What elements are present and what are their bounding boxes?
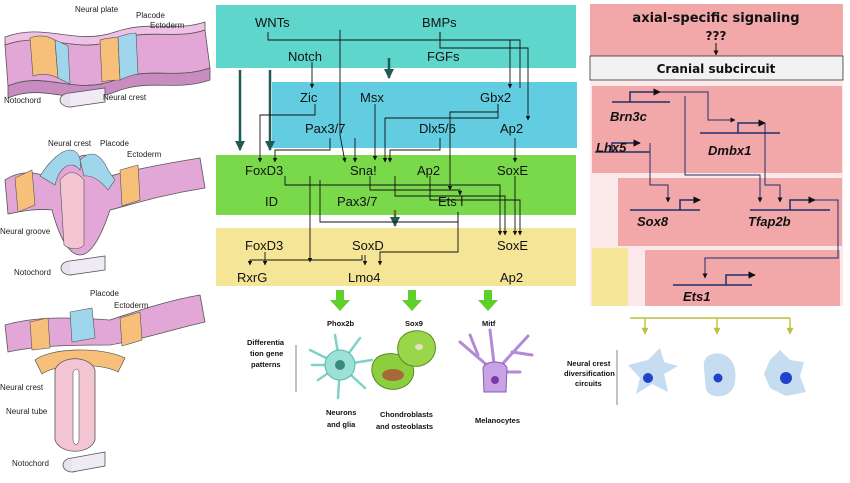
band-effectors — [216, 228, 576, 286]
label-neural-tube: Neural tube — [6, 407, 48, 416]
label-neurons: Neurons — [326, 408, 356, 417]
label-notochord: Notochord — [4, 96, 41, 105]
label-and-glia: and glia — [327, 420, 356, 429]
cranial-subtitle: Cranial subcircuit — [657, 62, 776, 76]
diff-title-1: Differentia — [247, 338, 285, 347]
label-neural-crest: Neural crest — [103, 93, 147, 102]
gene-bmps: BMPs — [422, 15, 457, 30]
gene-ap2-b3: Ap2 — [417, 163, 440, 178]
label-notochord-2: Notochord — [14, 268, 51, 277]
label-ectoderm-2: Ectoderm — [127, 150, 162, 159]
neuron-cell-icon — [308, 333, 374, 400]
diversification-title-2: diversification — [564, 369, 615, 378]
gene-ap2-b4: Ap2 — [500, 270, 523, 285]
marker-phox2b: Phox2b — [327, 319, 355, 328]
gene-brn3c: Brn3c — [610, 109, 648, 124]
gene-foxd3: FoxD3 — [245, 163, 283, 178]
label-melanocytes: Melanocytes — [475, 416, 520, 425]
diff-title-3: patterns — [251, 360, 281, 369]
label-ectoderm: Ectoderm — [150, 21, 185, 30]
gene-dmbx1: Dmbx1 — [708, 143, 751, 158]
label-neural-crest-3: Neural crest — [0, 383, 44, 392]
grn-panel: WNTs BMPs Notch FGFs Zic Msx Gbx2 Pax3/7… — [216, 5, 577, 431]
label-neural-crest-2: Neural crest — [48, 139, 92, 148]
gene-ap2: Ap2 — [500, 121, 523, 136]
gene-notch: Notch — [288, 49, 322, 64]
label-placode-2: Placode — [100, 139, 129, 148]
marker-mitf: Mitf — [482, 319, 496, 328]
label-neural-plate: Neural plate — [75, 5, 119, 14]
gene-id: ID — [265, 194, 278, 209]
label-and-osteoblasts: and osteoblasts — [376, 422, 433, 431]
gene-dlx56: Dlx5/6 — [419, 121, 456, 136]
cranial-panel: axial-specific signaling ??? Cranial sub… — [564, 4, 844, 405]
cranial-subtitle-box — [589, 55, 844, 81]
gene-gbx2: Gbx2 — [480, 90, 511, 105]
label-placode: Placode — [136, 11, 165, 20]
gene-msx: Msx — [360, 90, 384, 105]
gene-pax37-b3: Pax3/7 — [337, 194, 377, 209]
gene-sox8: Sox8 — [637, 214, 669, 229]
signal-arrows — [235, 58, 400, 227]
neural-tube-stage: Placode Ectoderm Neural crest Neural tub… — [0, 289, 206, 473]
signaling-unknown: ??? — [706, 29, 727, 43]
signaling-title: axial-specific signaling — [632, 11, 799, 26]
diff-title-2: tion gene — [250, 349, 283, 358]
gene-soxd: SoxD — [352, 238, 384, 253]
gene-fgfs: FGFs — [427, 49, 460, 64]
chondroblast-cell-icon — [371, 330, 436, 390]
neural-groove-stage: Neural crest Placode Ectoderm Neural gro… — [0, 139, 206, 277]
morphology-panel: Neural plate Placode Ectoderm Notochord … — [0, 5, 211, 473]
diversification-arrows — [630, 317, 794, 335]
gene-rxrg: RxrG — [237, 270, 267, 285]
gene-zic: Zic — [300, 90, 318, 105]
gene-foxd3-b4: FoxD3 — [245, 238, 283, 253]
gene-soxe: SoxE — [497, 163, 528, 178]
differentiation-arrows — [330, 290, 498, 311]
label-neural-groove: Neural groove — [0, 227, 51, 236]
neural-plate-stage: Neural plate Placode Ectoderm Notochord … — [4, 5, 211, 108]
band-signals — [216, 5, 576, 68]
gene-snai: Sna! — [350, 163, 377, 178]
band-specifiers — [272, 82, 577, 148]
label-placode-3: Placode — [90, 289, 119, 298]
crest-derivative-cell-icon — [628, 348, 806, 397]
gene-lhx5: Lhx5 — [596, 140, 627, 155]
gene-ets1-cranial: Ets1 — [683, 289, 710, 304]
label-notochord-3: Notochord — [12, 459, 49, 468]
gene-ets1: Ets l — [438, 194, 463, 209]
marker-sox9: Sox9 — [405, 319, 423, 328]
melanocyte-cell-icon — [458, 328, 534, 393]
diversification-title-1: Neural crest — [567, 359, 611, 368]
label-ectoderm-3: Ectoderm — [114, 301, 149, 310]
label-chondroblasts: Chondroblasts — [380, 410, 433, 419]
gene-tfap2b: Tfap2b — [748, 214, 791, 229]
gene-pax37: Pax3/7 — [305, 121, 345, 136]
diversification-title-3: circuits — [575, 379, 602, 388]
gene-lmo4: Lmo4 — [348, 270, 381, 285]
regulatory-links — [247, 30, 531, 266]
gene-wnts: WNTs — [255, 15, 290, 30]
gene-soxe-b4: SoxE — [497, 238, 528, 253]
